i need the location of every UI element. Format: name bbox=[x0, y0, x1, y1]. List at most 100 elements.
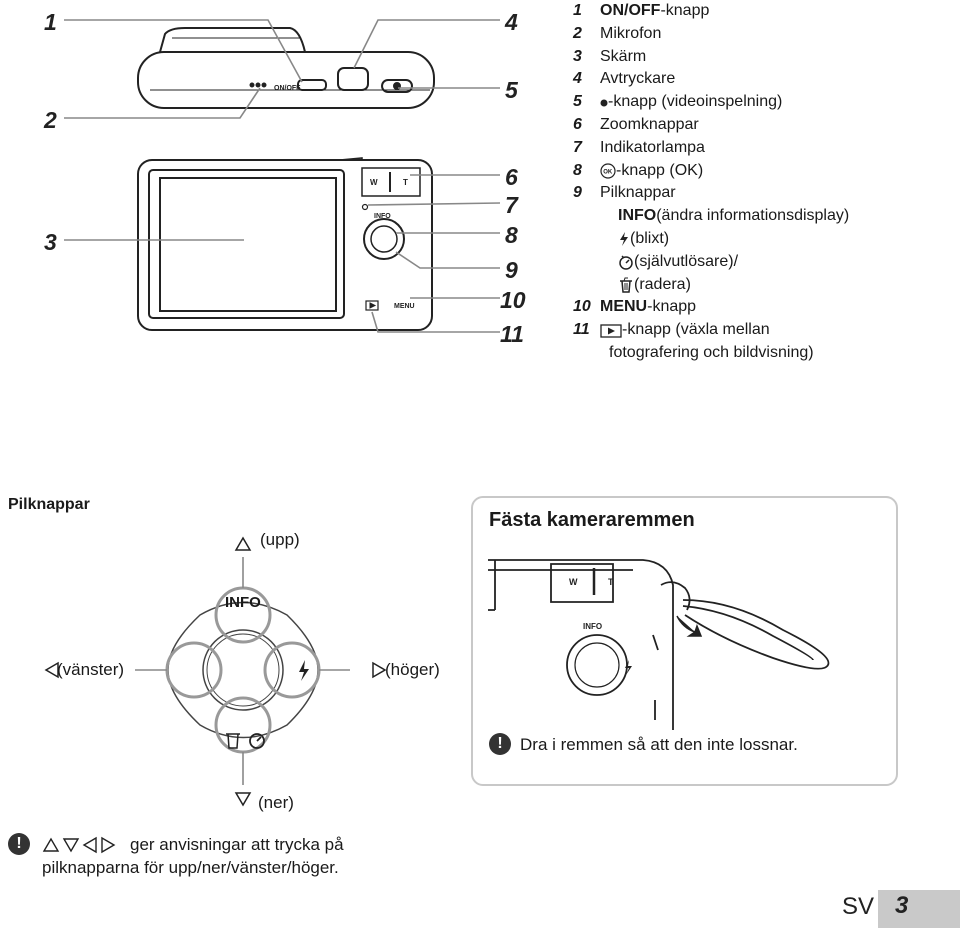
self-timer-icon bbox=[619, 255, 633, 270]
strap-heading: Fästa kameraremmen bbox=[489, 509, 695, 531]
ok-button-icon: OK bbox=[600, 163, 616, 179]
language-label: SV bbox=[842, 893, 875, 920]
up-label: (upp) bbox=[260, 530, 300, 549]
arrow-note-line1: ger anvisningar att trycka på bbox=[130, 835, 344, 854]
playback-icon bbox=[600, 323, 622, 338]
strap-info-label: INFO bbox=[583, 622, 602, 631]
zoom-w-label: W bbox=[370, 178, 378, 187]
parts-legend: 1 ON/OFF-knapp 2 Mikrofon 3 Skärm 4 Avtr… bbox=[573, 0, 958, 365]
strap-diagram: W T INFO bbox=[488, 559, 830, 730]
legend-num: 4 bbox=[573, 70, 582, 88]
legend-num: 1 bbox=[573, 2, 582, 19]
callout-leaders bbox=[64, 19, 501, 333]
legend-item-11-cont: fotografering och bildvisning) bbox=[573, 342, 958, 365]
legend-text: Avtryckare bbox=[600, 70, 676, 88]
legend-item-8: 8 OK-knapp (OK) bbox=[573, 160, 958, 183]
strap-w-label: W bbox=[569, 577, 578, 587]
left-highlight bbox=[165, 641, 223, 699]
legend-item-9: 9 Pilknappar bbox=[573, 182, 958, 205]
pad-info-label: INFO bbox=[225, 594, 261, 611]
callout-11: 11 bbox=[500, 321, 524, 347]
right-label: (höger) bbox=[385, 660, 440, 679]
left-label: (vänster) bbox=[57, 660, 125, 679]
callout-10: 10 bbox=[500, 287, 526, 313]
callout-2: 2 bbox=[44, 107, 57, 133]
legend-info-bold: INFO bbox=[618, 207, 657, 225]
warning-icon: ! bbox=[8, 833, 30, 855]
callout-5: 5 bbox=[505, 77, 518, 103]
pad-trash-icon bbox=[226, 733, 240, 749]
callout-7: 7 bbox=[505, 192, 518, 218]
legend-text: -knapp (OK) bbox=[616, 161, 704, 179]
right-triangle-icon bbox=[372, 661, 387, 679]
down-label: (ner) bbox=[258, 793, 294, 812]
legend-sub-self-timer: (självutlösare)/ bbox=[573, 251, 958, 274]
warning-icon: ! bbox=[489, 733, 511, 755]
pad-flash-icon bbox=[299, 660, 309, 681]
strap-box bbox=[471, 496, 898, 786]
strap-note: Dra i remmen så att den inte lossnar. bbox=[520, 735, 798, 754]
legend-sub-flash: (blixt) bbox=[573, 228, 958, 251]
down-triangle-icon bbox=[234, 792, 252, 807]
legend-num: 3 bbox=[573, 47, 582, 65]
svg-text:OK: OK bbox=[603, 169, 613, 175]
legend-num: 6 bbox=[573, 115, 582, 133]
legend-text: -knapp bbox=[647, 298, 697, 316]
legend-flash-text: (blixt) bbox=[630, 229, 670, 247]
left-triangle-icon bbox=[44, 661, 59, 679]
legend-text: -knapp (videoinspelning) bbox=[608, 93, 783, 111]
strap-t-label: T bbox=[608, 577, 614, 587]
legend-num: 10 bbox=[573, 298, 591, 316]
arrow-note: ! bbox=[8, 833, 30, 855]
legend-item-11: 11 -knapp (växla mellan bbox=[573, 319, 958, 342]
legend-num: 7 bbox=[573, 138, 582, 156]
legend-text: fotografering och bildvisning) bbox=[609, 343, 814, 361]
legend-num: 5 bbox=[573, 93, 582, 111]
camera-diagram: ON/OFF W T INFO MENU bbox=[64, 19, 501, 333]
legend-item-10: 10 MENU-knapp bbox=[573, 296, 958, 319]
callout-6: 6 bbox=[505, 164, 518, 190]
legend-text: Skärm bbox=[600, 47, 647, 65]
callout-8: 8 bbox=[505, 222, 518, 248]
legend-sub-info: INFO (ändra informationsdisplay) bbox=[573, 205, 958, 228]
legend-text: Zoomknappar bbox=[600, 115, 699, 133]
zoom-t-label: T bbox=[403, 178, 408, 187]
legend-text: Mikrofon bbox=[600, 24, 662, 42]
legend-erase-text: (radera) bbox=[634, 275, 691, 293]
legend-text: -knapp (växla mellan bbox=[622, 321, 770, 339]
right-highlight bbox=[263, 641, 321, 699]
strap-direction-arrow bbox=[676, 615, 703, 637]
legend-item-6: 6 Zoomknappar bbox=[573, 114, 958, 137]
legend-num: 2 bbox=[573, 24, 582, 42]
callout-1: 1 bbox=[44, 9, 57, 35]
legend-self-timer-text: (självutlösare)/ bbox=[634, 252, 739, 270]
callout-3: 3 bbox=[44, 229, 57, 255]
legend-item-1: 1 ON/OFF-knapp bbox=[573, 0, 958, 23]
legend-item-7: 7 Indikatorlampa bbox=[573, 137, 958, 160]
camera-back-view bbox=[137, 157, 433, 331]
arrow-section-heading: Pilknappar bbox=[8, 496, 90, 513]
legend-item-2: 2 Mikrofon bbox=[573, 23, 958, 46]
strap-loop bbox=[660, 581, 830, 670]
record-dot-icon bbox=[600, 99, 608, 107]
page-tab bbox=[878, 890, 960, 928]
legend-text: -knapp bbox=[660, 2, 710, 19]
arrow-triangles-icon bbox=[42, 836, 116, 854]
flash-icon bbox=[620, 232, 628, 247]
arrow-note-line2: pilknapparna för upp/ner/vänster/höger. bbox=[42, 858, 339, 877]
legend-item-5: 5 -knapp (videoinspelning) bbox=[573, 91, 958, 114]
legend-num: 8 bbox=[573, 161, 582, 179]
legend-num: 9 bbox=[573, 184, 582, 202]
up-triangle-icon bbox=[234, 536, 252, 551]
legend-item-4: 4 Avtryckare bbox=[573, 68, 958, 91]
info-camera-label: INFO bbox=[374, 213, 391, 220]
legend-text: Pilknappar bbox=[600, 184, 676, 202]
legend-bold: ON/OFF bbox=[600, 2, 661, 19]
strap-warning: ! bbox=[489, 733, 511, 755]
legend-num: 11 bbox=[573, 321, 590, 339]
legend-info-text: (ändra informationsdisplay) bbox=[656, 207, 850, 225]
pad-timer-icon bbox=[249, 733, 265, 749]
legend-sub-erase: (radera) bbox=[573, 274, 958, 297]
callout-9: 9 bbox=[505, 257, 518, 283]
camera-top-view bbox=[137, 27, 435, 109]
